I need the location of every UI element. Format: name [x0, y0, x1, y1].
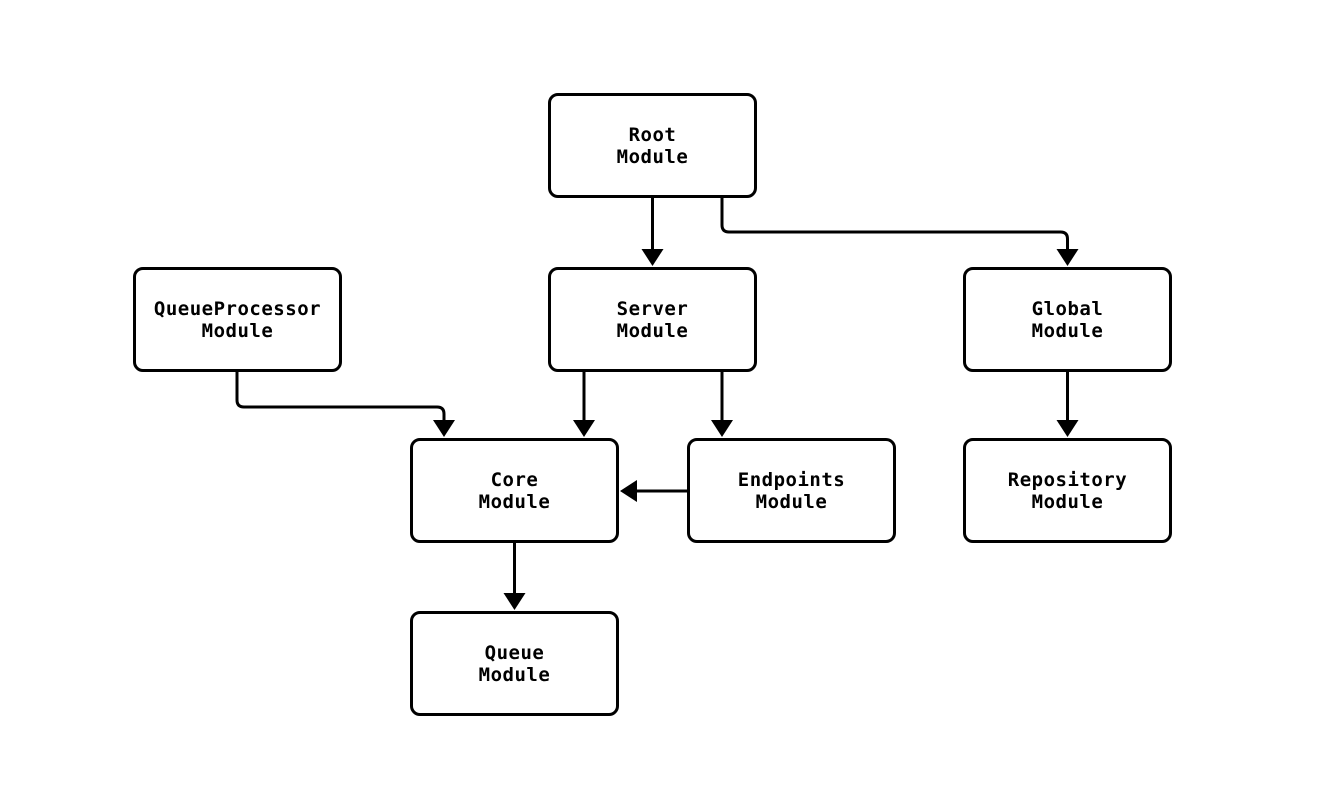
- node-label: Root Module: [616, 123, 689, 168]
- node-label: Server Module: [616, 297, 689, 342]
- node-label: Endpoints Module: [737, 468, 846, 513]
- connector-line: [235, 372, 446, 422]
- node-label: Global Module: [1031, 297, 1104, 342]
- node-root-module: Root Module: [548, 93, 757, 198]
- arrowhead-down-icon: [641, 249, 664, 266]
- node-queueprocessor-module: QueueProcessor Module: [133, 267, 342, 372]
- edge-server-to-endpoints: [711, 372, 733, 437]
- node-label: QueueProcessor Module: [153, 297, 322, 342]
- edge-root-to-global: [720, 198, 1079, 266]
- node-global-module: Global Module: [963, 267, 1172, 372]
- node-label: Repository Module: [1007, 468, 1128, 513]
- edge-global-to-repository: [1056, 372, 1079, 437]
- node-repository-module: Repository Module: [963, 438, 1172, 543]
- edge-queueprocessor-to-core: [235, 372, 455, 437]
- edge-endpoints-to-core: [620, 480, 687, 502]
- node-label: Core Module: [478, 468, 551, 513]
- arrowhead-down-icon: [711, 420, 733, 437]
- node-core-module: Core Module: [410, 438, 619, 543]
- edge-root-to-server: [641, 198, 664, 266]
- arrowhead-left-icon: [620, 480, 637, 502]
- node-server-module: Server Module: [548, 267, 757, 372]
- connector-line: [720, 198, 1069, 251]
- node-label: Queue Module: [478, 641, 551, 686]
- edge-core-to-queue: [503, 543, 526, 610]
- arrowhead-down-icon: [1056, 249, 1079, 266]
- arrowhead-down-icon: [573, 420, 595, 437]
- arrowhead-down-icon: [503, 593, 526, 610]
- node-endpoints-module: Endpoints Module: [687, 438, 896, 543]
- edge-server-to-core: [573, 372, 595, 437]
- arrowhead-down-icon: [1056, 420, 1079, 437]
- node-queue-module: Queue Module: [410, 611, 619, 716]
- arrowhead-down-icon: [433, 420, 455, 437]
